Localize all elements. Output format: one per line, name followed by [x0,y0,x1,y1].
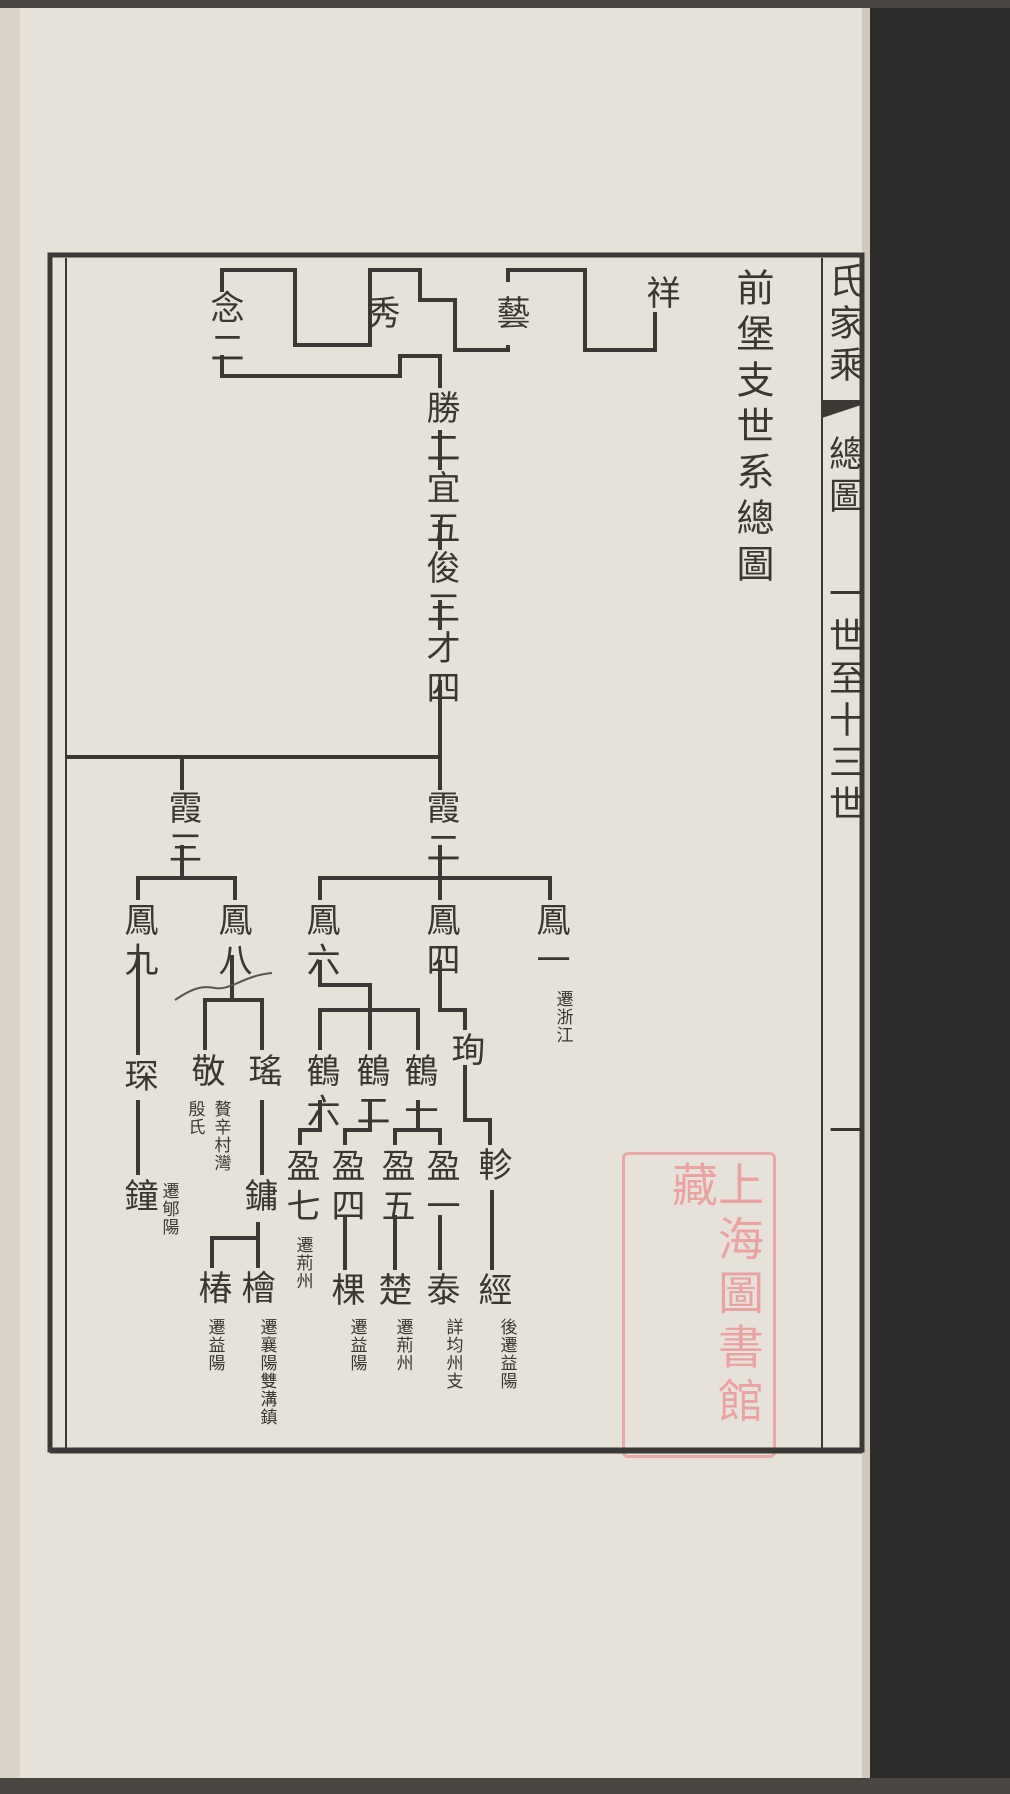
person-note: 遷荊州 [392,1318,413,1372]
branch-line [438,960,494,1270]
person-name: 檜 [235,1270,275,1310]
book-spine-shadow [870,0,1010,1794]
person-name: 盈四 [325,1148,365,1228]
ancestor-name: 藝 [490,295,530,335]
person-name: 楚 [372,1272,412,1312]
lineage-name: 才四 [420,630,460,710]
person-name: 經 [472,1272,512,1312]
library-seal: 上海圖書館藏 [622,1152,776,1458]
person-note: 遷益陽 [346,1318,367,1372]
top-scan-border [0,0,1010,8]
person-name: 瑤 [242,1053,282,1093]
person-name: 鳳一 [530,902,570,982]
person-note: 遷郇陽 [158,1182,179,1236]
person-name: 鶴二 [350,1053,390,1133]
person-name: 鶴六 [300,1053,340,1133]
person-name: 鳳九 [118,902,158,982]
person-name: 盈五 [375,1148,415,1228]
branch-line [298,1100,322,1145]
person-name: 霞二 [420,790,460,870]
generation-range: 一世至十三世 [823,575,864,827]
section-label: 總圖 [823,435,864,519]
ancestor-lines [220,268,657,388]
book-title: 氏家乘 [823,262,864,388]
person-note: 後遷益陽 [496,1318,517,1390]
branch-line [343,1100,372,1270]
branch-line [136,845,237,900]
branch-line [318,960,420,1050]
branch-line [318,845,552,900]
lineage-name: 勝二 [420,390,460,470]
branch-line [203,955,264,1268]
person-note: 遷荊州 [292,1236,313,1290]
page-fold [862,0,872,1794]
branch-line [393,1100,442,1270]
person-name: 棵 [325,1272,365,1312]
person-name: 盈一 [420,1148,460,1228]
lineage-name: 俊三 [420,550,460,630]
ancestor-name: 祥 [640,275,680,315]
person-note: 遷浙江 [552,990,573,1044]
ancestor-name: 秀 [360,295,400,335]
person-note: 遷襄陽雙溝鎮 [256,1318,277,1426]
person-name: 泰 [420,1272,460,1312]
person-name: 鐘 [118,1178,158,1218]
person-name: 盈七 [280,1148,320,1228]
person-name: 軫 [472,1147,512,1187]
page-title: 前堡支世系總圖 [730,268,774,590]
person-name: 霞三 [162,790,202,870]
person-name: 椿 [192,1270,232,1310]
outer-frame [47,252,865,1453]
person-note: 遷益陽 [204,1318,225,1372]
person-name: 鶴一 [398,1053,438,1133]
person-note: 詳均州支 [442,1318,463,1390]
person-note: 贅辛村灣 [210,1100,231,1172]
page-number: 一 [823,1112,864,1154]
seal-text: 上海圖書館藏 [665,1161,765,1431]
person-name: 敬 [185,1053,225,1093]
person-name: 鳳四 [420,902,460,982]
lineage-name: 宜五 [420,470,460,550]
ancestor-name: 念二 [204,290,244,370]
bottom-scan-border [0,1778,1010,1794]
person-note: 殷氏 [184,1100,205,1136]
pen-mark [174,972,273,1001]
person-name: 珣 [445,1032,485,1072]
person-name: 鏞 [238,1178,278,1218]
person-name: 鳳八 [212,902,252,982]
branch-line [66,755,440,790]
person-name: 琛 [118,1058,158,1098]
person-name: 鳳六 [300,902,340,982]
